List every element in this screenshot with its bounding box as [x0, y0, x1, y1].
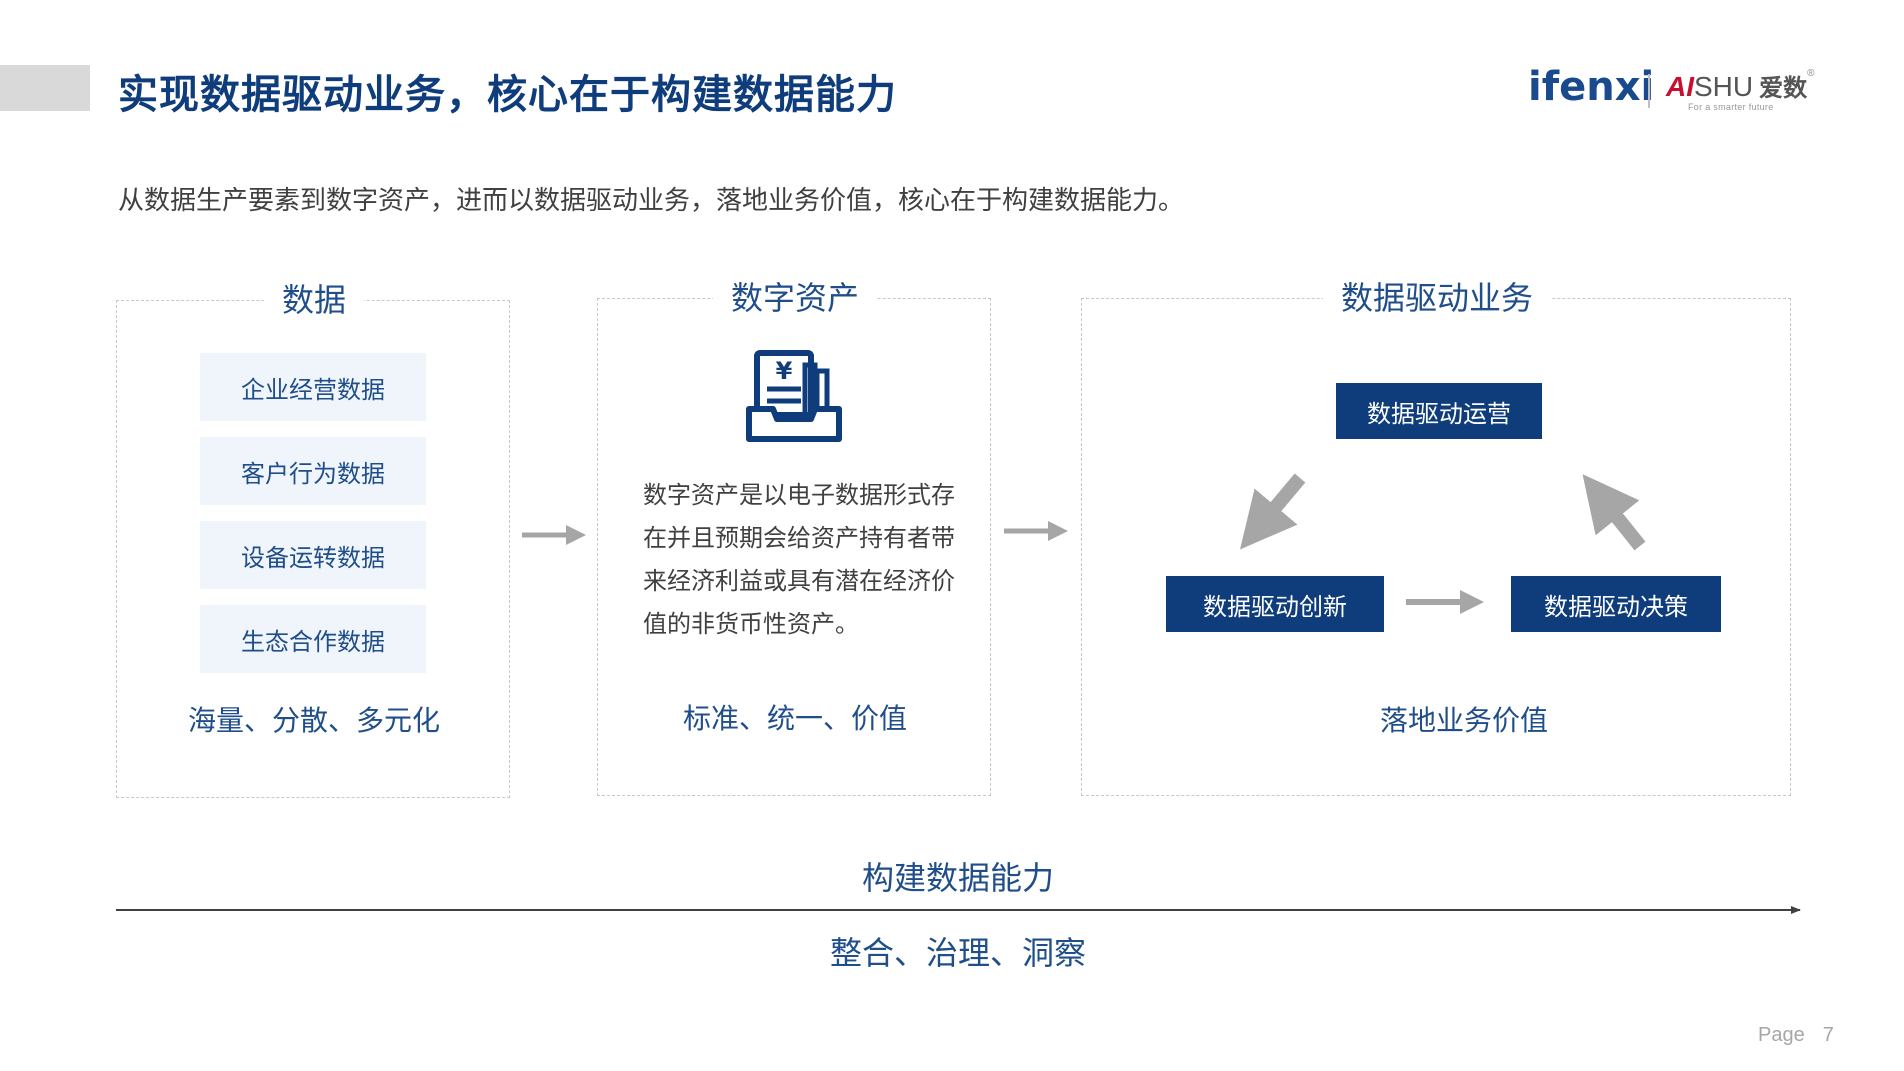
asset-description: 数字资产是以电子数据形式存在并且预期会给资产持有者带来经济利益或具有潜在经济价值… — [643, 481, 955, 638]
node-data-driven-innovation: 数据驱动创新 — [1166, 576, 1384, 632]
data-item-customer: 客户行为数据 — [200, 437, 426, 505]
logo-divider — [1648, 74, 1650, 108]
title-accent-bar — [0, 65, 90, 111]
data-item-device: 设备运转数据 — [200, 521, 426, 589]
page-title: 实现数据驱动业务，核心在于构建数据能力 — [118, 72, 897, 118]
data-item-enterprise: 企业经营数据 — [200, 353, 426, 421]
aishu-logo-shu: SHU — [1694, 71, 1754, 102]
capability-subtitle: 整合、治理、洞察 — [829, 934, 1087, 972]
aishu-logo-tagline: For a smarter future — [1688, 102, 1774, 112]
page-number-value: 7 — [1822, 1024, 1834, 1046]
data-item-ecosystem: 生态合作数据 — [200, 605, 426, 673]
page-label: Page — [1758, 1024, 1805, 1046]
asset-panel-footer: 标准、统一、价值 — [682, 702, 908, 735]
digital-asset-document-icon: ¥ — [746, 350, 842, 442]
data-panel-title: 数据 — [263, 275, 365, 321]
aishu-logo-ai: AI — [1666, 71, 1694, 102]
ifenxi-logo: ifenxi — [1528, 64, 1655, 110]
business-panel-title: 数据驱动业务 — [1322, 273, 1552, 319]
page-subtitle: 从数据生产要素到数字资产，进而以数据驱动业务，落地业务价值，核心在于构建数据能力… — [118, 186, 1185, 216]
yuan-glyph: ¥ — [776, 357, 793, 385]
aishu-logo-registered: ® — [1807, 68, 1815, 79]
business-panel: 数据驱动业务 数据驱动运营 数据驱动创新 数据驱动决策 落地业务价值 — [1081, 273, 1791, 796]
page-number: Page 7 — [1758, 1024, 1834, 1047]
data-panel-footer: 海量、分散、多元化 — [187, 704, 441, 737]
arrow-decision-to-operation — [1582, 474, 1646, 551]
capability-title: 构建数据能力 — [861, 859, 1055, 897]
arrow-operation-to-innovation — [1239, 473, 1306, 550]
asset-panel: 数字资产 ¥ 数字资产是以电子数据形式存在并且预期会给资产持有者带来经济利益或具… — [597, 273, 991, 796]
node-data-driven-operation: 数据驱动运营 — [1336, 383, 1542, 439]
node-data-driven-decision: 数据驱动决策 — [1511, 576, 1721, 632]
asset-panel-title: 数字资产 — [712, 273, 878, 319]
aishu-logo-cn: 爱数 — [1759, 75, 1808, 102]
business-panel-footer: 落地业务价值 — [1379, 704, 1549, 737]
data-panel: 数据 企业经营数据 客户行为数据 设备运转数据 生态合作数据 海量、分散、多元化 — [116, 275, 510, 798]
